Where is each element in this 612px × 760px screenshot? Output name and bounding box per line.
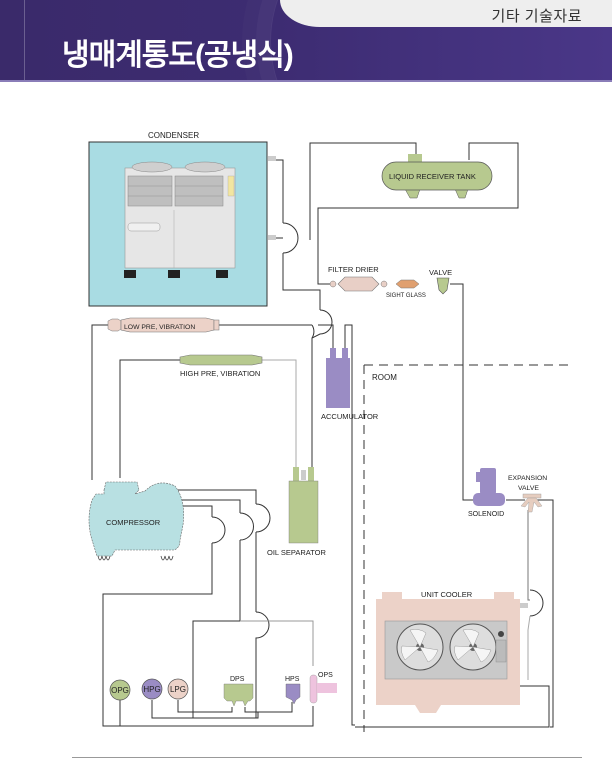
ops-switch	[309, 674, 337, 704]
dps-label: DPS	[230, 676, 245, 683]
pipe	[102, 543, 314, 727]
pipe	[317, 142, 519, 285]
expansion-valve-label-1: EXPANSION	[508, 475, 547, 482]
pipe	[182, 499, 241, 513]
pipe-crossover	[282, 222, 299, 254]
sight-glass-label: SIGHT GLASS	[386, 293, 426, 299]
pipe	[119, 359, 180, 478]
pipe	[262, 359, 297, 470]
accumulator	[326, 348, 350, 408]
opg-gauge	[109, 679, 131, 701]
pipe	[532, 499, 554, 728]
solenoid	[473, 468, 505, 506]
pipe	[244, 702, 293, 713]
page-title: 냉매계통도(공냉식)	[62, 39, 294, 72]
pipe-crossover	[211, 516, 226, 544]
low-pre-vibration-end	[213, 319, 220, 331]
condenser-port	[268, 156, 276, 161]
pipe-crossover	[255, 503, 271, 533]
pipe	[177, 700, 233, 713]
pipe	[282, 253, 321, 310]
pipe	[527, 615, 531, 680]
pipe	[178, 489, 257, 504]
expansion-valve	[520, 493, 543, 513]
oil-separator	[288, 467, 319, 544]
sight-glass	[395, 279, 420, 289]
condenser-label: CONDENSER	[148, 131, 199, 140]
filter-drier-label: FILTER DRIER	[328, 265, 379, 274]
high-pre-vibration-label: HIGH PRE, VIBRATION	[180, 369, 260, 378]
high-pre-vibration-eliminator	[179, 354, 263, 366]
lpg-gauge	[167, 678, 189, 700]
low-pre-vibration-end	[107, 318, 122, 332]
footer-divider	[72, 757, 582, 758]
pipe	[270, 159, 284, 223]
condenser-port	[268, 235, 276, 240]
hpg-label: HPG	[143, 685, 160, 694]
pipe-crossover	[239, 512, 254, 541]
valve-label: VALVE	[429, 268, 452, 277]
pipe-crossover	[311, 324, 315, 339]
ops-label: OPS	[318, 672, 333, 679]
pipe	[527, 510, 530, 601]
pipe	[450, 283, 475, 501]
pipe	[91, 324, 108, 480]
pipe	[240, 620, 314, 666]
unit-cooler-label: UNIT COOLER	[421, 590, 473, 599]
compressor	[88, 481, 184, 561]
unit-cooler	[376, 592, 528, 713]
valve	[436, 277, 450, 295]
hpg-gauge	[141, 678, 163, 700]
room-label: ROOM	[372, 373, 397, 382]
hps-label: HPS	[285, 676, 300, 683]
pipe-crossover	[529, 589, 544, 617]
pipe	[192, 620, 240, 718]
pipe	[255, 611, 270, 719]
pipe	[309, 142, 417, 240]
header-decoration	[270, 0, 612, 82]
opg-label: OPG	[111, 686, 129, 695]
hps-switch	[285, 683, 301, 705]
page-header: 기타 기술자료 냉매계통도(공냉식)	[0, 0, 612, 82]
category-tab	[280, 0, 612, 27]
oil-separator-label: OIL SEPARATOR	[267, 548, 326, 557]
pipe	[318, 324, 334, 350]
compressor-label: COMPRESSOR	[106, 518, 161, 527]
pipe	[355, 685, 550, 728]
accumulator-label: ACCUMULATOR	[321, 412, 379, 421]
dps-switch	[223, 683, 254, 707]
header-divider	[24, 0, 25, 82]
pipe	[183, 505, 213, 517]
lpg-label: LPG	[170, 685, 186, 694]
header-underline	[0, 80, 612, 82]
pipes	[91, 142, 554, 728]
condenser-unit	[124, 161, 236, 278]
pipe	[344, 324, 355, 726]
liquid-receiver-tank	[381, 154, 493, 199]
liquid-receiver-tank-label: LIQUID RECEIVER TANK	[389, 172, 476, 181]
filter-drier	[329, 276, 388, 292]
expansion-valve-label-2: VALVE	[518, 485, 539, 492]
pipe	[151, 700, 259, 719]
category-label: 기타 기술자료	[491, 8, 582, 25]
solenoid-label: SOLENOID	[468, 511, 504, 518]
low-pre-vibration-label: LOW PRE, VIBRATION	[124, 324, 195, 331]
